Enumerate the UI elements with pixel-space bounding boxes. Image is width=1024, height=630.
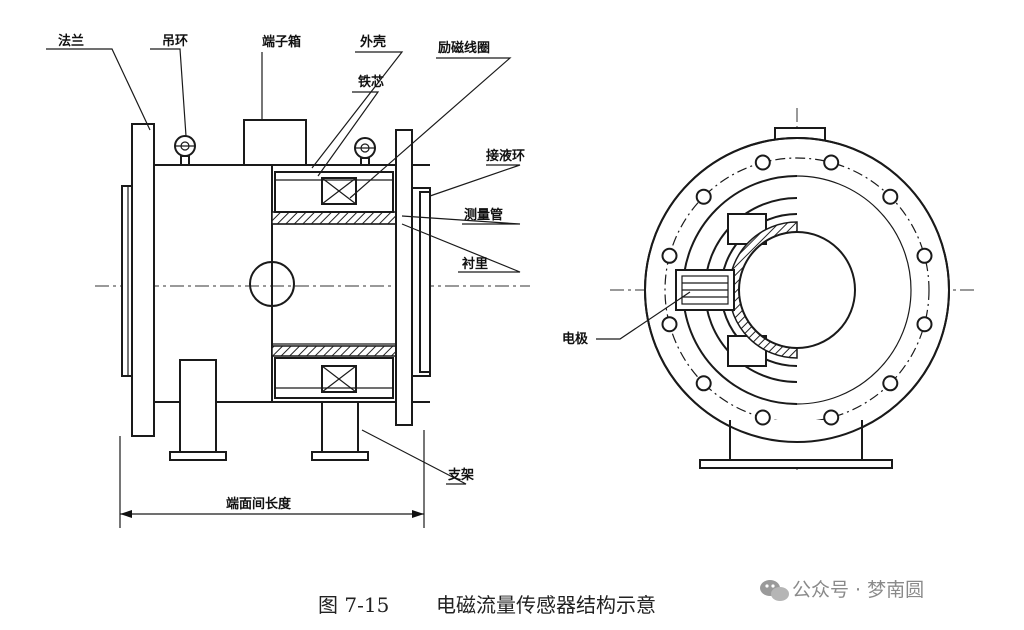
flange <box>131 123 155 437</box>
label-face-to-face-length: 端面间长度 <box>226 496 292 512</box>
left-pipe-stub <box>121 185 133 377</box>
bolt-hole <box>882 188 899 205</box>
label-terminal-box: 端子箱 <box>262 34 301 50</box>
label-excitation-coil: 励磁线圈 <box>438 40 490 56</box>
label-lifting-ring: 吊环 <box>162 34 188 49</box>
label-grounding-ring: 接液环 <box>486 148 525 164</box>
bolt-hole <box>661 316 678 333</box>
label-lining: 衬里 <box>462 256 488 272</box>
end-view: 电极 <box>562 108 975 470</box>
bracket <box>179 359 217 453</box>
figure-number: 图 7-15 <box>318 593 389 617</box>
figure-title: 电磁流量传感器结构示意 <box>436 593 656 617</box>
electrode-side <box>249 261 273 307</box>
bolt-holes <box>661 154 933 426</box>
grounding-ring <box>419 191 431 373</box>
terminal-box <box>243 119 307 166</box>
bolt-hole <box>823 409 840 426</box>
bolt-hole <box>823 154 840 171</box>
label-bracket: 支架 <box>447 467 474 483</box>
measuring-tube <box>271 211 403 225</box>
bolt-hole <box>754 409 771 426</box>
side-section-view: 法兰 吊环 端子箱 外壳 铁芯 励磁线圈 接液环 测量管 衬里 支架 端面间长度 <box>46 33 530 528</box>
label-iron-core: 铁芯 <box>357 74 384 90</box>
label-measuring-tube: 测量管 <box>464 207 503 223</box>
bolt-hole <box>882 375 899 392</box>
bolt-hole <box>916 247 933 264</box>
bolt-hole <box>916 316 933 333</box>
bolt-hole <box>754 154 771 171</box>
bolt-hole <box>661 247 678 264</box>
label-electrode: 电极 <box>562 331 589 347</box>
leader-lines <box>46 48 521 485</box>
label-flange: 法兰 <box>58 33 84 49</box>
bolt-hole <box>695 188 712 205</box>
watermark-text: 公众号 · 梦南圆 <box>792 579 924 601</box>
wechat-icon <box>760 580 789 601</box>
bracket-end <box>729 420 863 461</box>
watermark: 公众号 · 梦南圆 <box>760 579 924 601</box>
label-housing: 外壳 <box>359 34 386 50</box>
bolt-hole <box>695 375 712 392</box>
